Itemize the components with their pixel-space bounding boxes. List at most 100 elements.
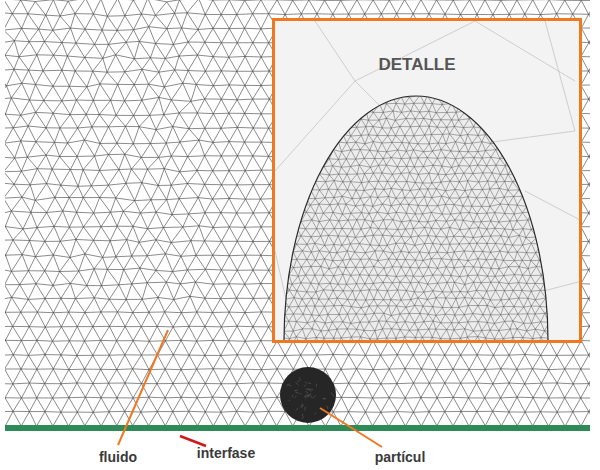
mesh-edge	[269, 14, 285, 15]
mesh-edge	[589, 156, 600, 157]
mesh-edge	[221, 227, 229, 241]
mesh-edge	[229, 71, 237, 85]
mesh-edge	[221, 99, 237, 100]
mesh-edge	[3, 0, 12, 14]
mesh-edge	[95, 143, 100, 156]
mesh-edge	[110, 241, 116, 257]
mesh-edge	[107, 55, 116, 72]
mesh-edge	[229, 85, 237, 100]
mesh-edge	[349, 0, 357, 14]
mesh-edge	[142, 97, 159, 100]
mesh-edge	[245, 43, 253, 57]
mesh-edge	[53, 55, 61, 70]
mesh-edge	[126, 183, 142, 184]
mesh-edge	[83, 186, 91, 198]
mesh-edge	[103, 241, 110, 258]
mesh-edge	[134, 14, 142, 30]
mesh-edge	[0, 30, 3, 44]
mesh-edge	[22, 197, 31, 212]
mesh-edge	[221, 43, 228, 58]
mesh-edge	[103, 55, 116, 58]
mesh-edge	[71, 28, 76, 43]
mesh-edge	[509, 0, 517, 14]
mesh-edge	[111, 211, 124, 212]
mesh-edge	[245, 14, 253, 29]
mesh-edge	[83, 213, 93, 227]
mesh-edge	[179, 0, 187, 13]
mesh-edge	[181, 241, 191, 257]
mesh-edge	[116, 198, 123, 211]
mesh-edge	[175, 70, 183, 83]
mesh-edge	[133, 226, 139, 242]
mesh-edge	[221, 142, 229, 156]
mesh-edge	[0, 0, 3, 12]
mesh-edge	[237, 142, 244, 156]
mesh-edge	[205, 28, 213, 42]
mesh-edge	[191, 99, 205, 101]
mesh-edge	[125, 154, 132, 169]
mesh-edge	[0, 240, 6, 255]
mesh-edge	[175, 70, 188, 71]
mesh-edge	[60, 239, 76, 241]
mesh-edge	[163, 227, 182, 228]
mesh-edge	[0, 198, 3, 214]
mesh-edge	[581, 142, 589, 156]
mesh-edge	[277, 0, 285, 15]
mesh-edge	[167, 13, 175, 28]
mesh-edge	[76, 239, 85, 254]
mesh-edge	[22, 185, 30, 197]
mesh-edge	[245, 28, 261, 29]
mesh-edge	[43, 71, 53, 86]
mesh-edge	[461, 0, 470, 14]
mesh-edge	[78, 186, 83, 197]
mesh-edge	[5, 143, 15, 158]
mesh-edge	[0, 183, 3, 199]
mesh-edge	[93, 0, 101, 14]
mesh-edge	[69, 186, 78, 197]
mesh-edge	[453, 0, 460, 14]
mesh-edge	[158, 186, 166, 200]
mesh-edge	[68, 128, 78, 143]
mesh-edge	[333, 0, 341, 14]
mesh-edge	[198, 198, 212, 199]
mesh-edge	[0, 114, 5, 128]
mesh-edge	[597, 198, 600, 212]
mesh-edge	[15, 158, 22, 171]
mesh-edge	[13, 240, 22, 255]
mesh-edge	[23, 229, 30, 241]
mesh-edge	[187, 183, 198, 197]
mesh-edge	[133, 127, 139, 144]
mesh-edge	[109, 30, 118, 44]
mesh-edge	[62, 43, 76, 44]
mesh-edge	[188, 71, 205, 72]
mesh-edge	[581, 42, 589, 56]
mesh-edge	[180, 129, 189, 142]
mesh-edge	[78, 128, 85, 140]
mesh-edge	[55, 142, 68, 143]
mesh-edge	[261, 57, 269, 71]
mesh-edge	[85, 240, 94, 254]
mesh-edge	[53, 101, 62, 113]
mesh-edge	[111, 100, 116, 115]
mesh-edge	[245, 128, 254, 142]
mesh-edge	[125, 16, 134, 30]
mesh-edge	[0, 71, 7, 86]
mesh-edge	[47, 184, 61, 186]
mesh-edge	[147, 157, 158, 169]
mesh-edge	[213, 0, 221, 15]
mesh-edge	[13, 115, 21, 127]
mesh-edge	[46, 15, 53, 30]
mesh-edge	[126, 30, 133, 43]
mesh-edge	[261, 241, 270, 255]
mesh-edge	[39, 29, 53, 30]
mesh-edge	[205, 241, 213, 255]
mesh-edge	[125, 144, 134, 155]
mesh-edge	[0, 112, 5, 114]
mesh-edge	[237, 185, 245, 199]
mesh-edge	[0, 128, 5, 143]
mesh-edge	[205, 114, 214, 129]
mesh-edge	[196, 84, 205, 98]
mesh-edge	[171, 185, 179, 199]
mesh-edge	[221, 128, 229, 141]
mesh-edge	[14, 41, 29, 42]
